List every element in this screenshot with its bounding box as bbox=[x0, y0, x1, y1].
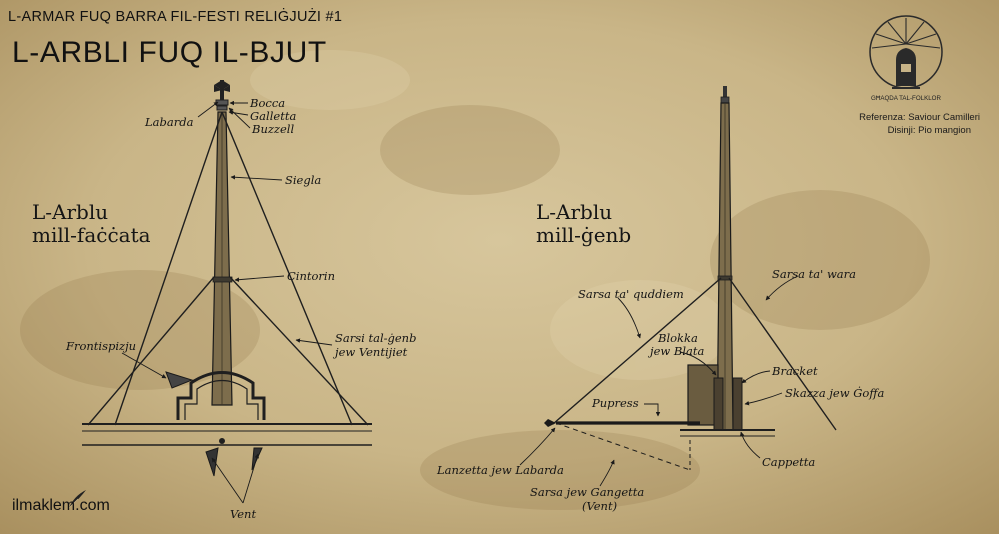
label-sarsi-line1: Sarsi tal-ġenb bbox=[335, 331, 417, 345]
front-view-title-line1: L-Arblu bbox=[32, 200, 109, 224]
front-frontispizju-pointer bbox=[165, 371, 194, 389]
front-view-mast-drawing bbox=[82, 80, 372, 477]
label-galletta: Galletta bbox=[250, 109, 297, 123]
label-bocca: Bocca bbox=[250, 96, 286, 110]
side-view-leaders bbox=[519, 275, 799, 487]
front-view-leaders bbox=[121, 100, 333, 504]
side-bracket bbox=[713, 377, 724, 431]
side-view-title-line1: L-Arblu bbox=[536, 200, 613, 224]
front-stays bbox=[87, 111, 369, 426]
label-sarsa-gangetta-line1: Sarsa jew Gangetta bbox=[530, 485, 645, 499]
front-cintorin-band bbox=[212, 276, 233, 283]
label-blokka-line2: jew Blata bbox=[650, 344, 705, 358]
label-buzzell: Buzzell bbox=[252, 122, 295, 136]
front-view-title-line2: mill-faċċata bbox=[32, 223, 151, 247]
label-pupress: Pupress bbox=[592, 396, 639, 410]
website-link[interactable]: ilmaklem.com bbox=[12, 497, 110, 514]
quill-pen-icon bbox=[68, 490, 86, 509]
label-siegla: Siegla bbox=[285, 173, 322, 187]
label-vent: Vent bbox=[230, 507, 257, 521]
page-title: L-ARBLI FUQ IL-BJUT bbox=[12, 36, 327, 69]
label-labarda: Labarda bbox=[145, 115, 194, 129]
label-cintorin: Cintorin bbox=[287, 269, 336, 283]
front-cross-finial bbox=[214, 80, 230, 100]
parchment-stains bbox=[20, 50, 930, 510]
label-sarsa-gangetta-line2: (Vent) bbox=[582, 499, 618, 513]
label-lanzetta: Lanzetta jew Labarda bbox=[437, 463, 564, 477]
series-title: L-ARMAR FUQ BARRA FIL-FESTI RELIĠJUŻI #1 bbox=[8, 9, 343, 25]
label-blokka-line1: Blokka bbox=[658, 331, 698, 345]
front-frontispizju bbox=[176, 371, 266, 420]
logo-text: GĦAQDA TAL-FOLKLOR bbox=[871, 95, 941, 102]
ghaqda-tal-folklor-emblem-icon: GĦAQDA TAL-FOLKLOR bbox=[869, 15, 943, 102]
label-sarsi-line2: jew Ventijiet bbox=[335, 345, 408, 359]
side-stays bbox=[552, 277, 837, 431]
side-view-mast-drawing bbox=[544, 86, 837, 471]
label-sarsa-quddiem: Sarsa ta' quddiem bbox=[578, 287, 684, 301]
label-sarsa-wara: Sarsa ta' wara bbox=[772, 267, 856, 281]
credit-drawings: Disinji: Pio mangion bbox=[887, 125, 971, 136]
label-skazza: Skazza jew Ġoffa bbox=[785, 386, 885, 400]
label-cappetta: Cappetta bbox=[762, 455, 816, 469]
credit-reference: Referenza: Saviour Camilleri bbox=[859, 112, 980, 123]
label-frontispizju: Frontispizju bbox=[66, 339, 137, 353]
side-vent-line bbox=[555, 422, 691, 471]
label-bracket: Bracket bbox=[772, 364, 818, 378]
side-view-title-line2: mill-ġenb bbox=[536, 223, 632, 247]
